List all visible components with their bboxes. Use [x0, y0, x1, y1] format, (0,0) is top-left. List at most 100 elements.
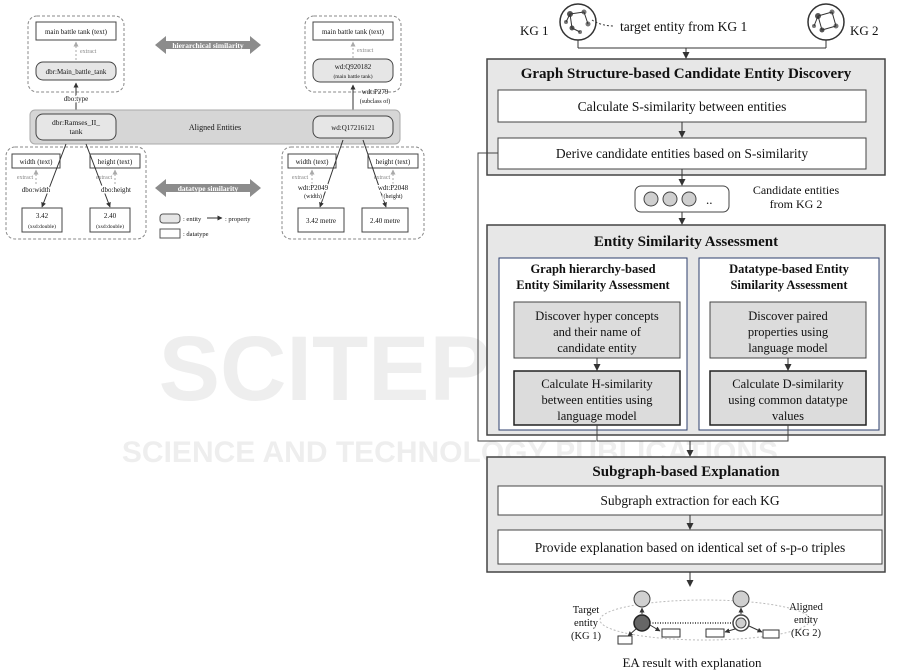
datatype-value: 3.42	[36, 212, 49, 220]
extract-label: extract	[17, 175, 34, 181]
aligned-entities-label: Aligned Entities	[189, 123, 241, 132]
datatype-box	[35, 21, 117, 41]
datatype-box	[89, 207, 131, 233]
stage3-step2: Provide explanation based on identical s…	[535, 540, 845, 555]
text-value: height (text)	[376, 158, 411, 166]
stage1-step2: Derive candidate entities based on S-sim…	[556, 146, 809, 161]
dt-step2-line2: using common datatype	[728, 393, 848, 407]
dt-step1-line2: properties using	[748, 325, 829, 339]
target-entity-text: target entity from KG 1	[620, 19, 747, 34]
gh-title: Graph hierarchy-based	[530, 262, 655, 276]
extract-label: extract	[357, 48, 374, 54]
gh-step2-box	[513, 370, 681, 426]
result-caption: EA result with explanation	[622, 655, 762, 670]
candidate-node	[662, 191, 678, 207]
entity-label: wd:Q920182	[335, 63, 372, 71]
bottom-left-group	[5, 146, 147, 240]
candidates-label: Candidate entities	[753, 183, 840, 197]
target-entity-label-line3: (KG 1)	[571, 631, 602, 642]
dbo-width-arrow	[41, 143, 67, 208]
merge-line	[596, 425, 789, 442]
text-value: main battle tank (text)	[322, 28, 385, 36]
legend-datatype: : datatype	[183, 231, 209, 238]
gh-step1-box	[513, 301, 681, 359]
dbo-width-label: dbo:width	[22, 186, 51, 194]
datatype-node	[617, 635, 633, 645]
target-pointer	[591, 19, 615, 27]
subclass-of-label: (subclass of)	[360, 98, 391, 105]
legend-property: : property	[225, 216, 251, 223]
datatype-node	[705, 628, 725, 638]
gh-step2-line1: Calculate H-similarity	[541, 377, 653, 391]
entity-label: dbr:Ramses_II_	[52, 118, 100, 127]
datatype-box	[21, 207, 63, 233]
dt-step1-box	[709, 301, 867, 359]
text-value: height (text)	[98, 158, 133, 166]
aligned-entity-label: Aligned	[789, 602, 824, 613]
dt-step1-line3: language model	[748, 341, 828, 355]
datatype-node	[762, 629, 780, 639]
datatype-box	[89, 153, 141, 169]
gh-step2-line2: between entities using	[541, 393, 653, 407]
wdt-p279-label: wdt:P279	[362, 88, 389, 96]
target-entity-label: Target	[573, 605, 600, 616]
aligned-entities-band	[29, 109, 401, 145]
datatype-type: (xsd:double)	[96, 223, 124, 230]
aligned-entity-label-line2: entity	[794, 615, 819, 626]
wdt-p2048-sublabel: (height)	[384, 193, 403, 200]
feedback-line	[477, 152, 596, 442]
extract-label: extract	[292, 175, 309, 181]
hierarchical-similarity-label: hierarchical similarity	[172, 41, 244, 50]
candidate-ellipsis: ..	[706, 192, 713, 207]
aligned-entity-label-line3: (KG 2)	[791, 628, 822, 639]
gh-title-line2: Entity Similarity Assessment	[516, 278, 670, 292]
gh-step1-line1: Discover hyper concepts	[535, 309, 659, 323]
entity-box	[35, 113, 117, 141]
kg2-label: KG 2	[850, 23, 879, 38]
kg2-icon	[807, 3, 845, 41]
datatype-similarity-label: datatype similarity	[178, 184, 239, 193]
left-diagram: main battle tank (text) extract dbr:Main…	[5, 15, 425, 240]
gh-step1-line2: and their name of	[553, 325, 642, 339]
datatype-type: (xsd:double)	[28, 223, 56, 230]
stage3-title: Subgraph-based Explanation	[592, 464, 780, 480]
kg1-label: KG 1	[520, 23, 549, 38]
dt-title-line2: Similarity Assessment	[730, 278, 848, 292]
candidate-node	[643, 191, 659, 207]
text-value: width (text)	[296, 158, 330, 166]
stage1-step1-box	[497, 89, 867, 123]
extract-label: extract	[80, 49, 97, 55]
dbo-height-arrow	[85, 143, 111, 208]
bottom-right-group	[281, 146, 425, 240]
stage1-step1: Calculate S-similarity between entities	[578, 99, 787, 114]
entity-label: wd:Q17216121	[331, 124, 375, 132]
wdt-p2049-sublabel: (width)	[304, 193, 322, 200]
candidates-label-line2: from KG 2	[770, 197, 823, 211]
datatype-box	[367, 153, 419, 169]
wdt-p2048-label: wdt:P2048	[378, 184, 409, 192]
dt-step1-line1: Discover paired	[748, 309, 828, 323]
dbo-type-label: dbo:type	[64, 95, 89, 103]
dt-step2-line3: values	[772, 409, 804, 423]
neighbor-node	[633, 590, 651, 608]
datatype-similarity-arrow	[155, 179, 261, 197]
entity-box	[312, 58, 394, 83]
stage3-step1-box	[497, 485, 883, 516]
dbo-height-label: dbo:height	[101, 186, 131, 194]
entity-box	[312, 115, 394, 139]
stage2-title: Entity Similarity Assessment	[594, 234, 778, 250]
entity-label: dbr:Main_battle_tank	[46, 68, 107, 76]
target-entity-label-line2: entity	[574, 618, 599, 629]
dt-step2-line1: Calculate D-similarity	[732, 377, 844, 391]
stage1-step2-box	[497, 137, 867, 170]
datatype-value: 3.42 metre	[306, 217, 336, 225]
text-value: width (text)	[20, 158, 54, 166]
datatype-value: 2.40 metre	[370, 217, 400, 225]
datatype-box	[361, 207, 409, 233]
hierarchical-similarity-arrow	[155, 36, 261, 54]
entity-sublabel: (main battle tank)	[333, 73, 372, 80]
dt-title: Datatype-based Entity	[729, 262, 850, 276]
ea-result-graphic	[599, 590, 811, 645]
kg1-icon	[559, 3, 597, 41]
